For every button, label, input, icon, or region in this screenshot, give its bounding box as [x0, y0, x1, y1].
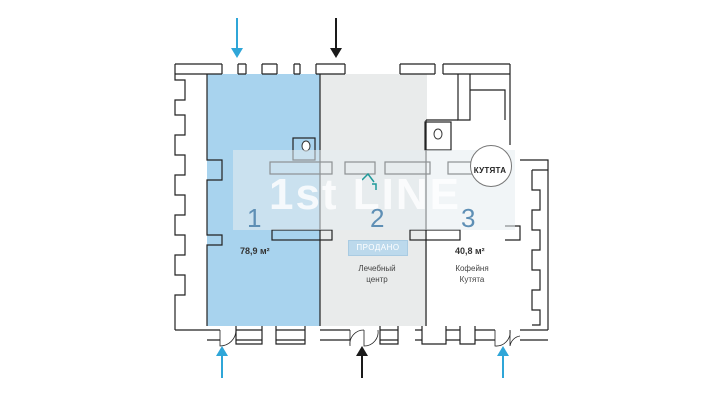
watermark-band	[233, 150, 515, 230]
room-3-area-label: 40,8 м²	[455, 246, 485, 256]
room-3-description-line: Кутята	[459, 275, 485, 284]
tenant-logo-icon	[470, 145, 512, 187]
room-1-area-label: 78,9 м²	[240, 246, 270, 256]
room-3-description: Кофейня Кутята	[432, 263, 512, 285]
main-entrance-arrow-icon	[330, 18, 368, 378]
entrance-arrow-icon	[216, 18, 509, 378]
room-3-number: 3	[461, 203, 476, 233]
room-2-description-line: Лечебный	[358, 264, 396, 273]
watermark-logo: 1st LINE	[268, 170, 462, 219]
room-3-description-line: Кофейня	[455, 264, 489, 273]
room-2-status-badge: ПРОДАНО	[348, 240, 408, 256]
room-2-number: 2	[370, 203, 385, 233]
room-2-description: Лечебный центр	[337, 263, 417, 285]
logo-mark-icon	[361, 172, 377, 190]
walls	[174, 63, 549, 345]
tenant-badge-label: КУТЯТА	[473, 166, 507, 175]
toilet-icon	[301, 128, 443, 152]
room-1-number: 1	[247, 203, 262, 233]
room-2-description-line: центр	[366, 275, 388, 284]
